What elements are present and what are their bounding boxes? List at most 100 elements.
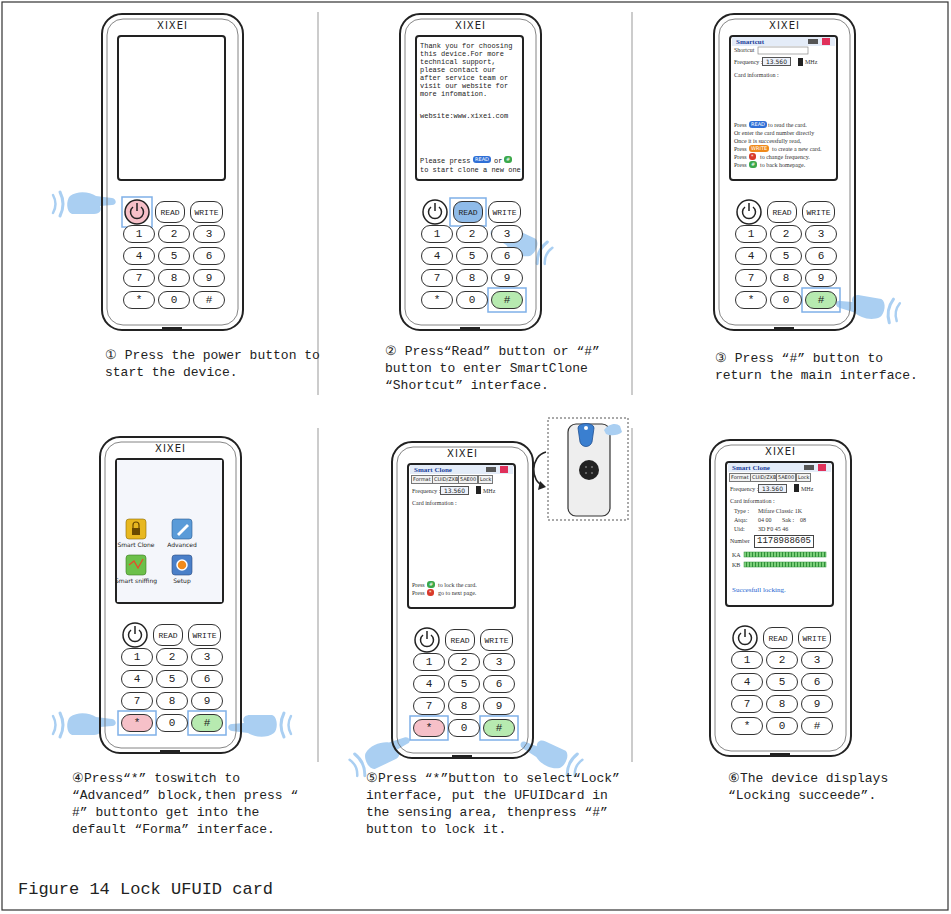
panel-divider (318, 12, 319, 395)
screen-text: Type : (734, 508, 749, 515)
button-label: * (136, 294, 143, 306)
press-highlight (188, 711, 226, 735)
power-symbol (136, 203, 138, 211)
keypad-button: 1 (421, 225, 453, 243)
pointing-hand (487, 218, 554, 266)
button-label: 4 (136, 250, 143, 262)
title-bar (732, 37, 835, 46)
screen-text: Smartcut (736, 38, 764, 46)
step-caption: ② Press“Read” button or “#” button to en… (385, 343, 627, 394)
screen-text: Succesfull locking. (732, 586, 786, 594)
screen-text: Press (734, 146, 747, 153)
button-label: # (204, 717, 211, 729)
keypad-button: 6 (491, 247, 523, 265)
figure-caption: Figure 14 Lock UFUID card (18, 880, 273, 900)
button-label: 4 (744, 676, 751, 688)
device-port (452, 755, 472, 759)
sniff-glyph (129, 559, 143, 568)
keypad-button: 0 (448, 719, 480, 737)
keypad-button: 9 (483, 697, 515, 715)
button-label: 9 (206, 272, 213, 284)
button-label: 5 (779, 676, 786, 688)
gear-glyph (177, 560, 187, 570)
drawing (886, 299, 893, 323)
keypad-button: 7 (413, 697, 445, 715)
title-bar (728, 463, 831, 472)
button-label: 1 (134, 651, 141, 663)
screen-text: or (494, 157, 502, 165)
screen (730, 36, 837, 180)
button-label: 0 (169, 717, 176, 729)
keypad-button: WRITE (188, 624, 221, 646)
button-label: 6 (496, 678, 503, 690)
screen-text: MHz (483, 488, 495, 495)
smart-clone-icon (126, 519, 146, 539)
button-label: 8 (779, 698, 786, 710)
drawing (53, 716, 56, 734)
screen-text: Frequency : (412, 488, 441, 495)
button-label: 1 (426, 656, 433, 668)
button-label: 7 (134, 695, 141, 707)
setup-icon (172, 555, 192, 575)
card-back-view (548, 418, 628, 520)
device-bezel (719, 19, 850, 325)
step-caption: ③ Press “#” button to return the main in… (715, 350, 937, 384)
screen (118, 36, 225, 180)
button-label: 1 (136, 228, 143, 240)
keypad-button: 9 (193, 269, 225, 287)
press-highlight (802, 288, 840, 312)
keypad-button: WRITE (190, 201, 223, 223)
key-chip: * (749, 153, 756, 160)
button-label: 1 (744, 654, 751, 666)
key-chip: * (427, 589, 434, 596)
keypad-button: WRITE (798, 627, 831, 649)
screen-text: 3D F0 45 46 (758, 526, 788, 533)
screen-text: to lock the card. (438, 582, 477, 589)
keypad-button: 1 (123, 225, 155, 243)
screen-text: 5AE00 (458, 475, 478, 484)
keypad-button: 0 (156, 714, 188, 732)
keypad-button: 1 (413, 653, 445, 671)
screen-text: 5AE00 (776, 473, 796, 482)
screen-text: Thank you for choosing this device.For m… (420, 42, 520, 98)
step-caption: ⑥The device displays “Locking succeede”. (728, 770, 940, 804)
press-highlight (118, 711, 156, 735)
button-label: 9 (204, 695, 211, 707)
keypad-button: 8 (156, 692, 188, 710)
keypad-button: 8 (766, 695, 798, 713)
keypad-button: # (801, 717, 833, 735)
button-label: # (206, 294, 213, 306)
dropdown-arrow (798, 58, 803, 66)
keypad-button: READ (767, 201, 797, 223)
drawing (67, 713, 116, 735)
drawing (228, 715, 277, 737)
button-label: 9 (504, 272, 511, 284)
keypad-button: # (191, 714, 223, 732)
brand-name: XIXEI (390, 448, 535, 460)
keypad-button: # (193, 291, 225, 309)
screen-text: 13.560 (758, 484, 787, 493)
screen-text: Card information : (730, 498, 775, 505)
battery-icon (486, 467, 496, 472)
device-body (400, 14, 541, 330)
keypad-button: * (421, 291, 453, 309)
power-symbol (134, 626, 136, 634)
screen-text: 04 00 (758, 517, 772, 524)
keypad-button: * (121, 714, 153, 732)
device-port (160, 750, 180, 754)
keypad-button: 6 (193, 247, 225, 265)
screen-text: CUID/ZXB (750, 473, 778, 482)
keypad-button: WRITE (802, 201, 835, 223)
button-label: 0 (779, 720, 786, 732)
screen-text: Advanced (167, 541, 197, 548)
device-bezel (107, 19, 238, 325)
button-label: 4 (434, 250, 441, 262)
keypad-button: 3 (801, 651, 833, 669)
screen-text: to start clone a new one (420, 166, 521, 174)
screen-text: Atqa: (734, 517, 747, 524)
keypad-button: WRITE (480, 629, 513, 651)
screen-text: Uid: (734, 526, 745, 533)
keypad-button: 9 (191, 692, 223, 710)
brand-name: XIXEI (708, 446, 853, 458)
